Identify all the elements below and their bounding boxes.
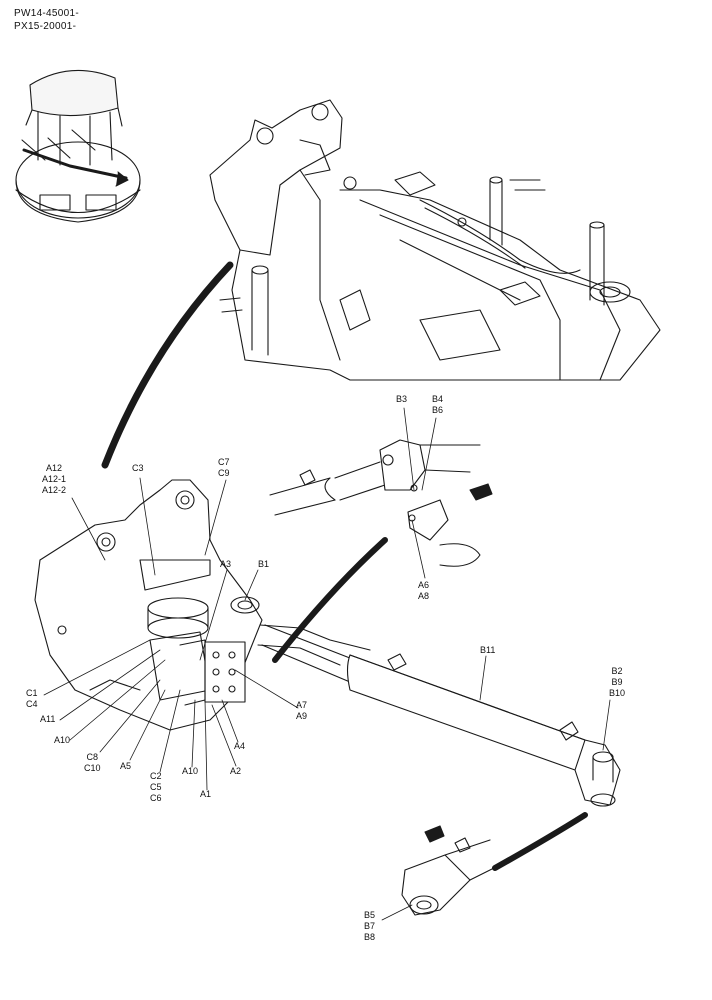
rod-end-detail: [269, 439, 493, 567]
serial-number-2: PX15-20001-: [14, 21, 77, 32]
callout-a2: A2: [230, 766, 242, 776]
callout-a10-mid: A10: [182, 766, 199, 776]
serial-number-1: PW14-45001-: [14, 8, 79, 19]
callout-a3: A3: [220, 559, 232, 569]
callout-a10-left: A10: [54, 735, 71, 745]
callout-a5: A5: [120, 761, 132, 771]
detail-leader-arrow-upper: [272, 537, 388, 663]
upper-frame-assembly: [209, 99, 661, 381]
callout-c3: C3: [132, 463, 144, 473]
callout-b1: B1: [258, 559, 270, 569]
detail-leader-arrow-lower: [492, 812, 588, 871]
zoom-leader-arrow: [101, 261, 234, 469]
callout-b3: B3: [396, 394, 408, 404]
lower-rod-end-detail: [401, 825, 501, 916]
callout-a1: A1: [200, 789, 212, 799]
callout-leader-lines: [43, 407, 611, 921]
callout-b11: B11: [480, 645, 496, 655]
callout-a11: A11: [40, 714, 56, 724]
boom-swing-cylinder: [261, 624, 621, 807]
callout-a4: A4: [234, 741, 246, 751]
machine-overview-thumbnail: [15, 69, 141, 223]
